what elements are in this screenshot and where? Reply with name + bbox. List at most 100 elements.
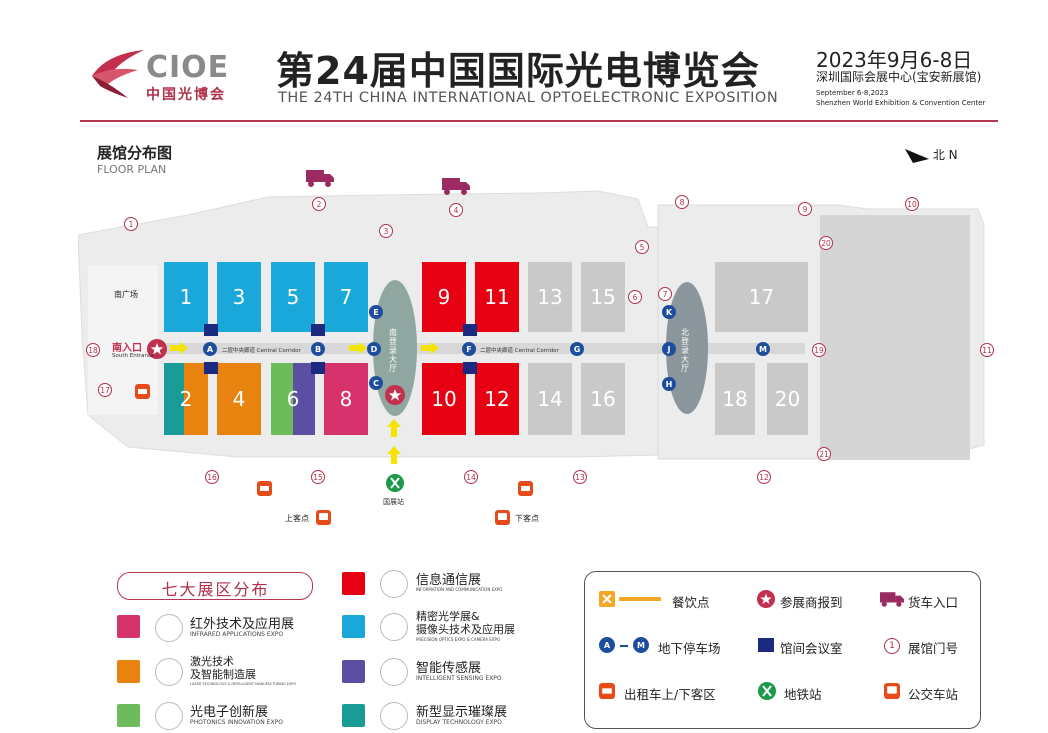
- hall-16[interactable]: 16: [581, 363, 625, 435]
- zone-laser-en: LASER TECHNOLOGY & INTELLIGENT MANUFACTU…: [190, 682, 297, 686]
- metro-station-label: 国展站: [383, 498, 404, 506]
- north-hall-label: 北登录大厅: [681, 328, 689, 373]
- zone-ict-label: 信息通信展: [416, 573, 482, 588]
- key-truck: 货车入口: [908, 595, 959, 610]
- zone-optics-label: 精密光学展& 摄像头技术及应用展: [416, 610, 515, 636]
- hall-2[interactable]: 2: [164, 363, 208, 435]
- hall-9[interactable]: 9: [422, 262, 466, 332]
- zone-optics-en: PRECISION OPTICS EXPO & CAMERA EXPO: [416, 637, 501, 642]
- hall-2-label: 2: [179, 387, 193, 411]
- hall-13-label: 13: [537, 285, 563, 309]
- hall-11[interactable]: 11: [475, 262, 519, 332]
- parking-f[interactable]: F: [462, 342, 476, 356]
- gate-11: 11: [980, 343, 994, 357]
- truck-icon: [880, 592, 904, 607]
- hall-15[interactable]: 15: [581, 262, 625, 332]
- header-divider: [80, 120, 998, 122]
- hall-1-label: 1: [179, 285, 193, 309]
- infrared-icon: [155, 614, 183, 642]
- zone-sensing-label: 智能传感展: [416, 661, 482, 676]
- meeting-room: [311, 324, 325, 336]
- parking-j[interactable]: J: [662, 342, 676, 356]
- parking-k[interactable]: K: [662, 305, 676, 319]
- hall-15-label: 15: [590, 285, 616, 309]
- meeting-room: [463, 362, 477, 374]
- hall-2-orange-part: [184, 363, 208, 435]
- arrow-right-icon: [170, 342, 188, 354]
- gate-9: 9: [798, 202, 812, 216]
- event-date-en: September 6-8,2023: [816, 89, 889, 97]
- arrow-up-icon: [387, 446, 401, 464]
- gate-14: 14: [464, 470, 478, 484]
- hall-2-teal-part: [164, 363, 184, 435]
- south-registration-hall: [373, 280, 417, 416]
- hall-12[interactable]: 12: [475, 363, 519, 435]
- gate-7: 7: [658, 287, 672, 301]
- hall-8[interactable]: 8: [324, 363, 368, 435]
- hall-9-label: 9: [437, 285, 451, 309]
- bus-stop-icon: [495, 510, 510, 525]
- gate-icon: 1: [884, 638, 900, 654]
- hall-10[interactable]: 10: [422, 363, 466, 435]
- zone-swatch-sensing: [342, 660, 365, 683]
- zone-display-en: DISPLAY TECHNOLOGY EXPO: [416, 719, 502, 726]
- hall-1[interactable]: 1: [164, 262, 208, 332]
- hall-6-green-part: [271, 363, 293, 435]
- parking-g[interactable]: G: [570, 342, 584, 356]
- hall-3[interactable]: 3: [217, 262, 261, 332]
- taxi-icon: [518, 481, 533, 496]
- parking-h[interactable]: H: [662, 377, 676, 391]
- gate-3: 3: [379, 224, 393, 238]
- taxi-icon: [257, 481, 272, 496]
- hall-7[interactable]: 7: [324, 262, 368, 332]
- truck-icon: [306, 170, 334, 187]
- bus-stop-icon: [884, 683, 900, 699]
- hall-5[interactable]: 5: [271, 262, 315, 332]
- arrow-up-icon: [387, 419, 401, 437]
- hall-4[interactable]: 4: [217, 363, 261, 435]
- registration-star-icon: [385, 385, 405, 405]
- meeting-room: [311, 362, 325, 374]
- hall-18[interactable]: 18: [715, 363, 755, 435]
- floorplan-title: 展馆分布图: [97, 144, 173, 162]
- metro-icon: [386, 474, 404, 492]
- hall-19[interactable]: 19: [820, 215, 970, 460]
- gate-2: 2: [312, 197, 326, 211]
- parking-e[interactable]: E: [369, 305, 383, 319]
- hall-17-label: 17: [748, 285, 775, 309]
- zone-swatch-infrared: [117, 615, 140, 638]
- zone-legend-frame: [117, 572, 313, 600]
- dining-icon: [599, 591, 661, 607]
- registration-star-icon: [147, 339, 167, 359]
- parking-m[interactable]: M: [756, 342, 770, 356]
- zone-photonics-label: 光电子创新展: [190, 705, 269, 720]
- north-arrow-icon: [905, 148, 929, 163]
- key-meeting: 馆间会议室: [780, 641, 843, 656]
- hall-14[interactable]: 14: [528, 363, 572, 435]
- hall-13[interactable]: 13: [528, 262, 572, 332]
- gate-5: 5: [635, 240, 649, 254]
- hall-17[interactable]: 17: [715, 262, 808, 332]
- gate-20: 20: [819, 236, 833, 250]
- parking-c[interactable]: C: [369, 376, 383, 390]
- truck-icon: [442, 178, 470, 195]
- hall-20[interactable]: 20: [767, 363, 808, 435]
- zone-swatch-ict: [342, 572, 365, 595]
- hall-7-label: 7: [339, 285, 353, 309]
- photonics-icon: [155, 702, 183, 730]
- gate-21: 21: [817, 447, 831, 461]
- corridor-label: 二层中央廊道 Central Corridor: [480, 348, 559, 354]
- hall-6-label: 6: [286, 387, 300, 411]
- north-label: 北 N: [932, 148, 958, 162]
- gate-16: 16: [205, 470, 219, 484]
- zone-display-label: 新型显示璀璨展: [416, 705, 508, 720]
- gate-1: 1: [124, 217, 138, 231]
- arrow-right-icon: [349, 342, 367, 354]
- event-venue: 深圳国际会展中心(宝安新展馆): [816, 70, 982, 84]
- hall-6[interactable]: 6: [271, 363, 315, 435]
- hall-3-label: 3: [232, 285, 246, 309]
- parking-b[interactable]: B: [311, 342, 325, 356]
- parking-d[interactable]: D: [367, 342, 381, 356]
- hall-14-label: 14: [537, 387, 563, 411]
- parking-a[interactable]: A: [203, 342, 217, 356]
